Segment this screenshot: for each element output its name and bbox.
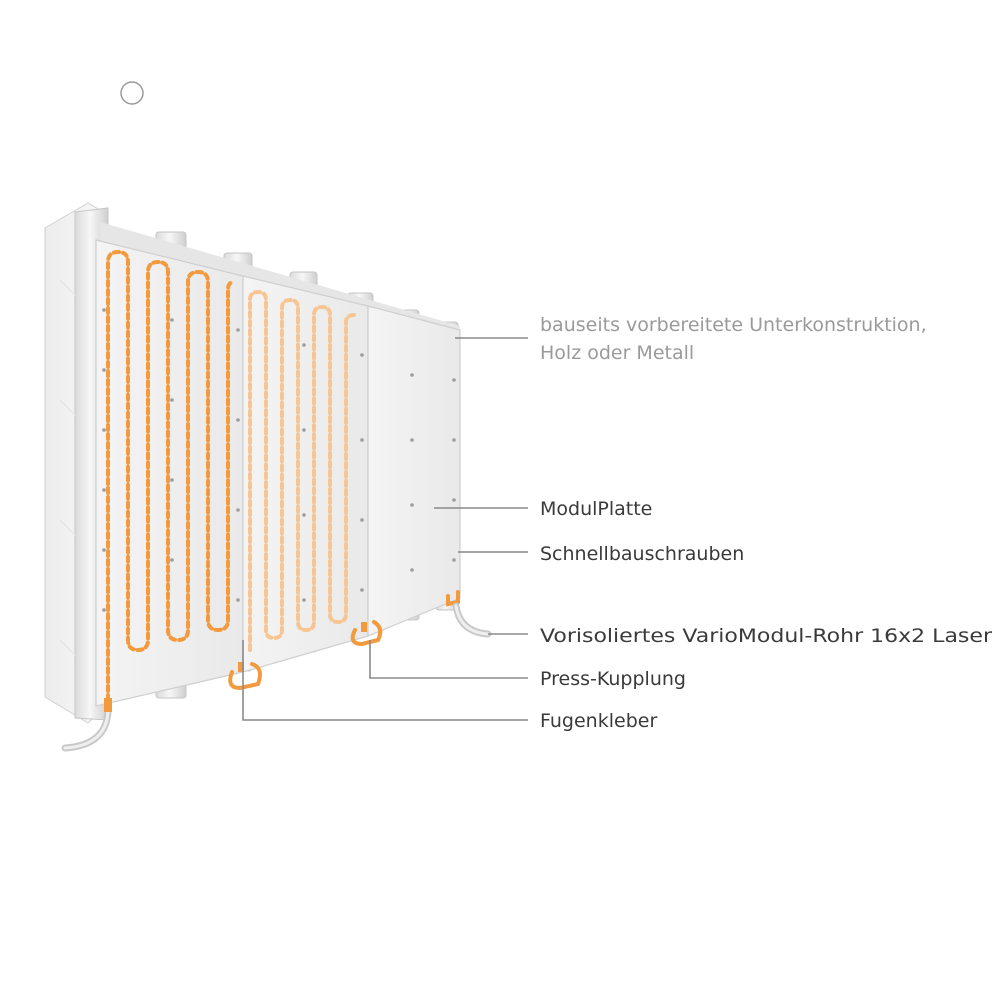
label-substructure-line2: Holz oder Metall: [540, 342, 694, 364]
label-joint-adhesive: Fugenkleber: [540, 710, 657, 732]
pipe-meander-panel-2: [248, 289, 356, 652]
leader-joint-adhesive: [242, 640, 528, 721]
module-panel-2: [242, 275, 369, 673]
label-screws: Schnellbauschrauben: [540, 543, 744, 565]
leader-coupling: [369, 640, 528, 679]
module-panel-3: [367, 305, 461, 637]
label-pipe: Vorisoliertes VarioModul-Rohr 16x2 Laser: [540, 625, 992, 647]
label-module-plate: ModulPlatte: [540, 498, 652, 520]
supply-hoses: [61, 602, 492, 752]
circle-outline-icon: [120, 81, 144, 105]
pipe-meander-panel-1: [106, 249, 236, 702]
label-substructure-line1: bauseits vorbereitete Unterkonstruktion,: [540, 314, 927, 336]
label-coupling: Press-Kupplung: [540, 668, 686, 690]
screws: [102, 308, 456, 612]
leader-lines: [242, 337, 528, 721]
